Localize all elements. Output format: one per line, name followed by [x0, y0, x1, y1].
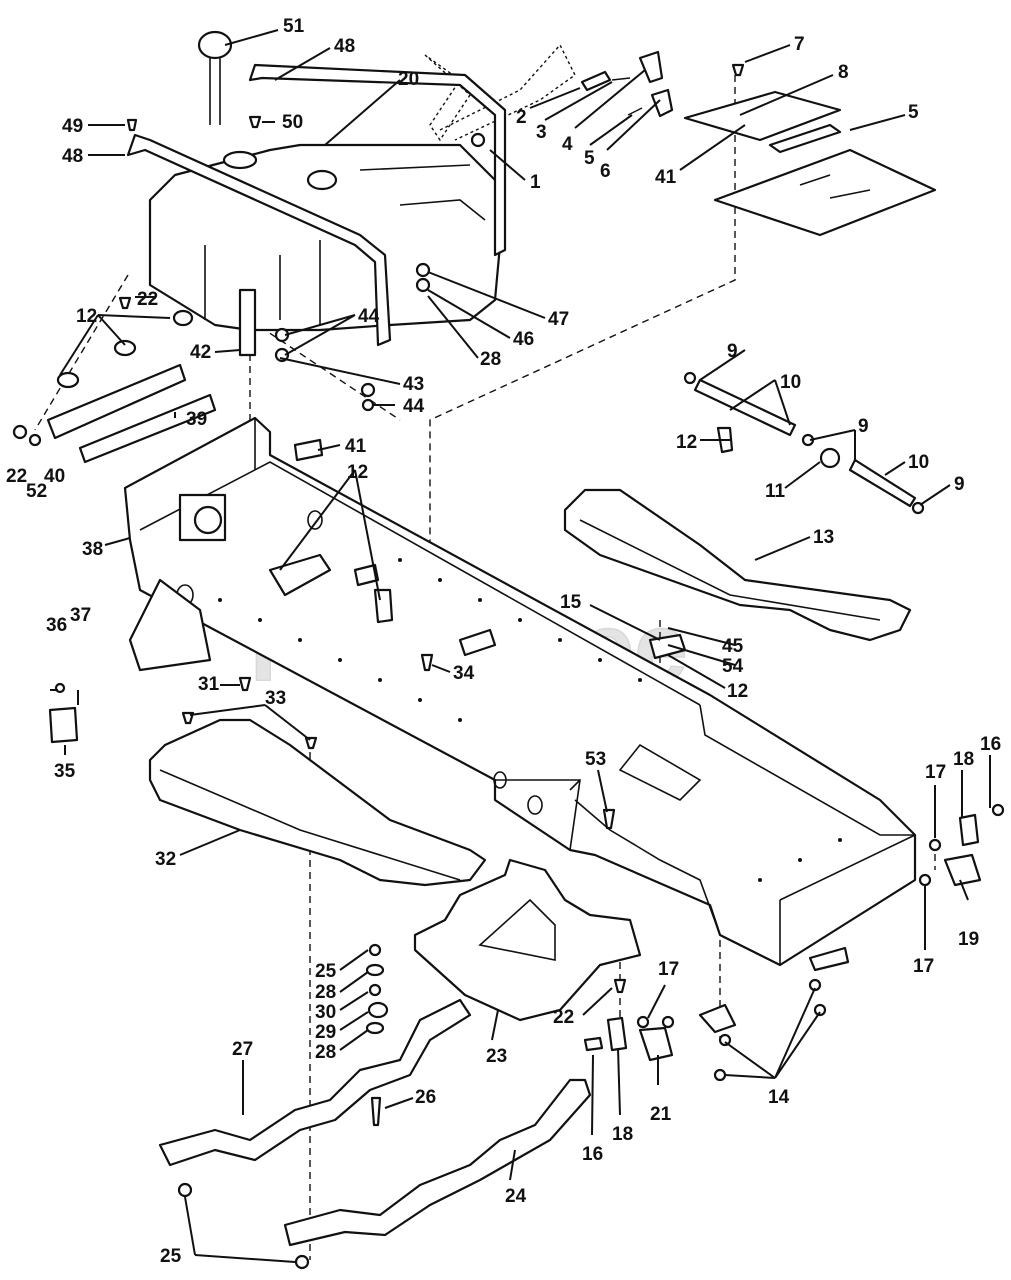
callout-12b: 12	[347, 462, 368, 483]
callout-51: 51	[283, 16, 305, 37]
callout-13: 13	[813, 527, 834, 548]
callout-37: 37	[70, 605, 91, 626]
callout-18: 18	[953, 749, 974, 770]
callout-48: 48	[334, 36, 355, 57]
callout-22b: 22	[6, 466, 27, 487]
bracket-hardware	[48, 682, 1005, 1082]
seat-plate	[683, 90, 937, 237]
callout-16b: 16	[582, 1144, 603, 1165]
callout-28: 28	[480, 349, 501, 370]
callout-44b: 44	[403, 396, 425, 417]
bolts	[118, 63, 745, 1270]
callout-42: 42	[190, 342, 211, 363]
callout-labels: 51 48 20 49 50 48 1 2 3 4 5 6 7 8 5 41 2…	[6, 16, 1001, 1267]
callout-23: 23	[486, 1046, 507, 1067]
callout-5b: 5	[908, 102, 919, 123]
footrest-right	[563, 488, 912, 642]
callout-7: 7	[794, 34, 805, 55]
callout-12d: 12	[727, 681, 748, 702]
callout-40: 40	[44, 466, 65, 487]
callout-34: 34	[453, 663, 475, 684]
callout-5: 5	[584, 148, 595, 169]
frame-rail-27	[158, 998, 472, 1167]
callout-41b: 41	[345, 436, 367, 457]
callout-17: 17	[925, 762, 946, 783]
callout-22: 22	[137, 289, 158, 310]
callout-9c: 9	[954, 474, 965, 495]
callout-8: 8	[838, 62, 849, 83]
callout-22c: 22	[553, 1007, 574, 1028]
callout-43: 43	[403, 374, 424, 395]
callout-50: 50	[282, 112, 303, 133]
callout-28b: 28	[315, 982, 336, 1003]
floor-pan	[413, 858, 642, 1022]
callout-53: 53	[585, 749, 606, 770]
callout-17c: 17	[658, 959, 679, 980]
callout-52: 52	[26, 481, 47, 502]
callout-25: 25	[315, 961, 337, 982]
callout-4: 4	[562, 134, 573, 155]
callout-12: 12	[76, 306, 97, 327]
main-frame	[123, 416, 917, 967]
pivot-rods	[683, 371, 925, 515]
callout-15: 15	[560, 592, 582, 613]
callout-21: 21	[650, 1104, 672, 1125]
callout-46: 46	[513, 329, 534, 350]
callout-19: 19	[958, 929, 979, 950]
callout-39: 39	[186, 409, 207, 430]
callout-31: 31	[198, 674, 220, 695]
callout-12c: 12	[676, 432, 697, 453]
callout-6: 6	[600, 161, 611, 182]
callout-26: 26	[415, 1087, 436, 1108]
callout-49: 49	[62, 116, 83, 137]
callout-48b: 48	[62, 146, 83, 167]
callout-25b: 25	[160, 1246, 182, 1267]
callout-17b: 17	[913, 956, 934, 977]
callout-27: 27	[232, 1039, 253, 1060]
callout-35: 35	[54, 761, 76, 782]
callout-9: 9	[727, 341, 738, 362]
callout-32: 32	[155, 849, 176, 870]
callout-41: 41	[655, 167, 677, 188]
spacer-stack	[365, 943, 389, 1035]
callout-28c: 28	[315, 1042, 336, 1063]
callout-16: 16	[980, 734, 1001, 755]
callout-10b: 10	[908, 452, 929, 473]
tank-strap-front	[126, 133, 392, 347]
callout-33: 33	[265, 688, 286, 709]
callout-36: 36	[46, 615, 67, 636]
callout-20: 20	[398, 69, 419, 90]
callout-9b: 9	[858, 416, 869, 437]
callout-3: 3	[536, 122, 547, 143]
tank-bracket-hardware	[12, 262, 431, 464]
callout-1: 1	[530, 172, 541, 193]
tank-strap-rear	[248, 63, 507, 257]
seat-hinge-parts	[470, 50, 674, 148]
leader-lines	[50, 29, 991, 1263]
callout-14: 14	[768, 1087, 790, 1108]
frame-rail-24	[283, 1078, 592, 1247]
callout-18b: 18	[612, 1124, 633, 1145]
callout-2: 2	[516, 107, 527, 128]
callout-47: 47	[548, 309, 569, 330]
callout-38: 38	[82, 539, 103, 560]
callout-24: 24	[505, 1186, 527, 1207]
callout-29: 29	[315, 1022, 336, 1043]
frame-holes	[218, 558, 842, 882]
callout-54: 54	[722, 656, 744, 677]
callout-44: 44	[358, 306, 380, 327]
callout-10: 10	[780, 372, 801, 393]
callout-11: 11	[765, 481, 786, 502]
callout-30: 30	[315, 1002, 336, 1023]
footrest-left	[148, 718, 487, 887]
callout-45: 45	[722, 636, 744, 657]
fuel-gauge	[197, 30, 233, 125]
